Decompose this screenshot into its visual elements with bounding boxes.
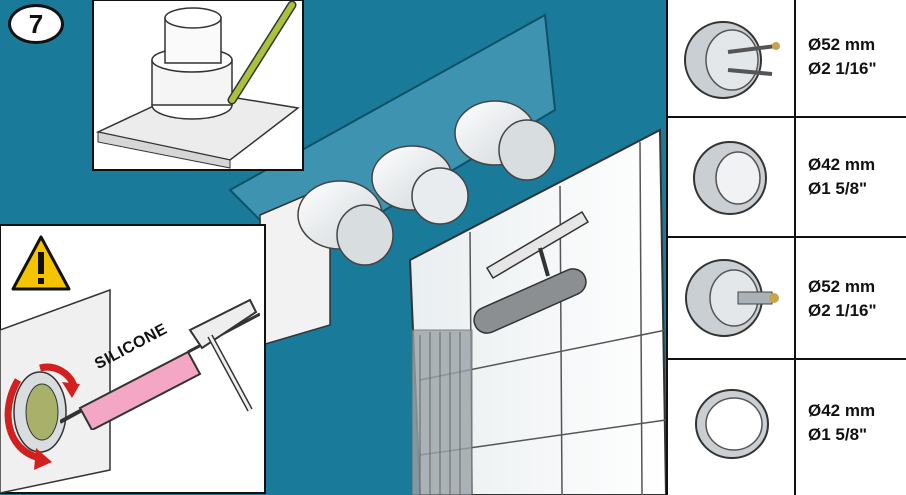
size-row: Ø42 mm Ø1 5/8": [668, 118, 906, 238]
size-metric: Ø52 mm: [808, 34, 875, 56]
size-row: Ø42 mm Ø1 5/8": [668, 360, 906, 495]
threaded-adapter-with-spindle-icon: [668, 238, 794, 358]
step-number-badge: 7: [8, 4, 64, 44]
adhesive-ridges: [412, 330, 472, 495]
size-imperial: Ø1 5/8": [808, 424, 867, 446]
caulk-gun-icon: [60, 290, 260, 430]
size-imperial: Ø2 1/16": [808, 300, 877, 322]
size-metric: Ø42 mm: [808, 154, 875, 176]
size-metric: Ø42 mm: [808, 400, 875, 422]
threaded-sleeve-icon: [668, 118, 794, 236]
thin-ring-sleeve-icon: [668, 360, 794, 492]
size-imperial: Ø1 5/8": [808, 178, 867, 200]
size-row: Ø52 mm Ø2 1/16": [668, 238, 906, 360]
marking-inset: [93, 0, 303, 170]
size-specification-table: Ø52 mm Ø2 1/16" Ø42 mm Ø1 5/8": [666, 0, 906, 495]
size-metric: Ø52 mm: [808, 276, 875, 298]
size-imperial: Ø2 1/16": [808, 58, 877, 80]
size-row: Ø52 mm Ø2 1/16": [668, 0, 906, 118]
warning-triangle-icon: [10, 234, 72, 292]
threaded-adapter-with-pins-icon: [668, 0, 794, 116]
